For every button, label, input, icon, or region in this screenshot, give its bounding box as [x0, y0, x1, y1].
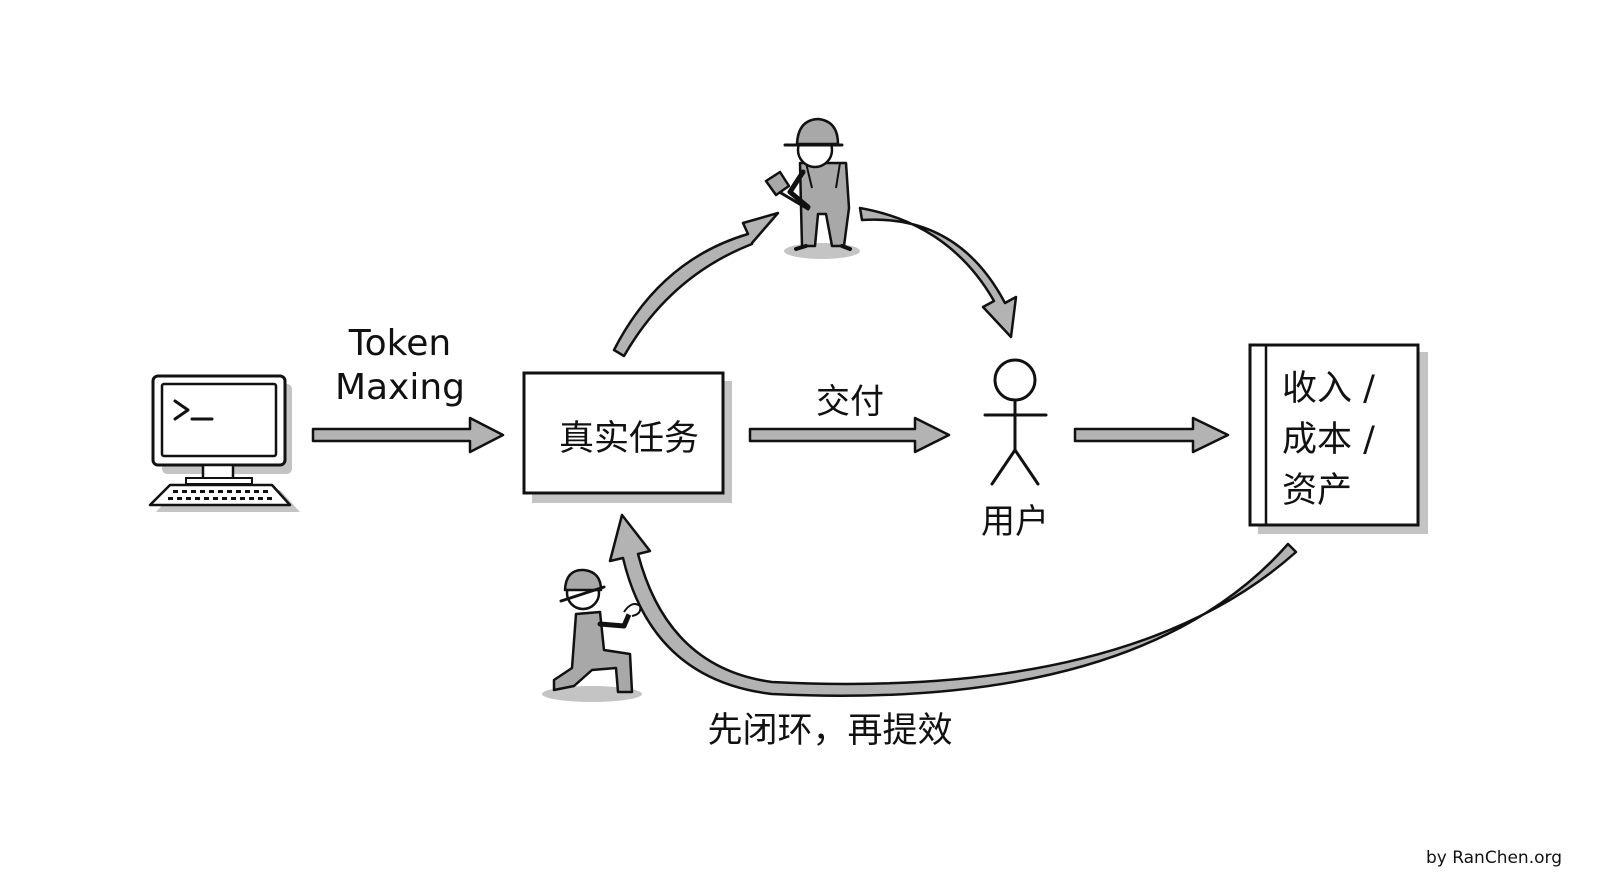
deliver-label: 交付 [816, 382, 884, 422]
result-line-revenue: 收入 / [1282, 369, 1375, 409]
task-label: 真实任务 [558, 419, 699, 459]
terminal-computer-icon [148, 374, 300, 512]
worker-with-hammer-icon [764, 117, 860, 259]
arrow-task-to-builder [612, 211, 780, 358]
credit-text: by RanChen.org [1425, 848, 1562, 868]
book-icon [1248, 343, 1428, 534]
arrow-deliver [748, 416, 951, 454]
arrow-builder-to-user [858, 206, 1018, 339]
token-maxing-label: Token Maxing [300, 322, 500, 410]
arrow-token-maxing [311, 416, 505, 454]
result-line-assets: 资产 [1282, 471, 1353, 511]
arrow-loop-back [608, 513, 1298, 697]
arrow-user-to-result [1073, 416, 1230, 454]
task-box [522, 371, 732, 503]
stick-figure-icon [983, 358, 1048, 486]
result-label: 收入 / 成本 / 资产 [1282, 364, 1375, 517]
result-line-cost: 成本 / [1282, 420, 1375, 460]
kneeling-worker-icon [542, 568, 642, 702]
loop-back-label: 先闭环，再提效 [707, 711, 953, 751]
token-maxing-line-2: Maxing [334, 367, 466, 408]
token-maxing-line-1: Token [348, 323, 452, 364]
user-label: 用户 [981, 502, 1049, 542]
